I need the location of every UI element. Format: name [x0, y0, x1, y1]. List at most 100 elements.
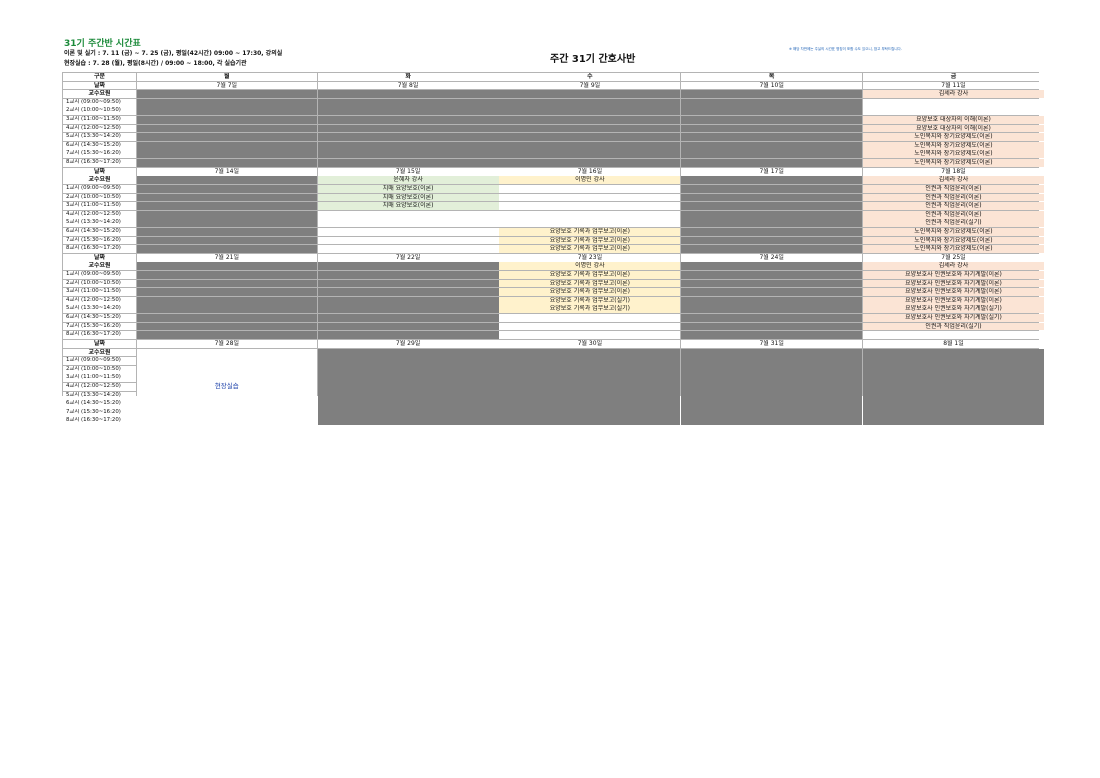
course-cell: [136, 271, 317, 279]
course-cell: [499, 322, 681, 331]
course-cell: [136, 150, 317, 159]
course-cell: 인권과 직업윤리(실기): [862, 322, 1044, 331]
day-header: 목: [681, 73, 863, 81]
course-cell: [499, 314, 681, 322]
course-cell: [681, 116, 863, 124]
course-cell: [681, 219, 863, 228]
date-cell: 7월 14일: [136, 167, 317, 176]
instructor-row-label: 교수요원: [63, 90, 136, 99]
date-row-label: 날짜: [63, 81, 136, 90]
course-cell: [499, 331, 681, 340]
date-cell: 7월 17일: [681, 167, 863, 176]
course-cell: 노인복지와 장기요양제도(이론): [862, 245, 1044, 253]
course-cell: [136, 98, 317, 107]
course-cell: 요양보호 기록과 업무보고(실기): [499, 296, 681, 305]
course-cell: [317, 245, 499, 253]
course-cell: [317, 314, 499, 322]
period-label: 7교시 (15:30~16:20): [63, 322, 136, 331]
course-cell: [862, 98, 1044, 107]
course-cell: 치매 요양보호(이론): [317, 202, 499, 210]
period-label: 1교시 (09:00~09:50): [63, 184, 136, 193]
period-label: 5교시 (13:30~14:20): [63, 391, 136, 400]
course-cell: 인권과 직업윤리(이론): [862, 193, 1044, 202]
date-cell: 7월 28일: [136, 339, 317, 348]
course-cell: 노인복지와 장기요양제도(이론): [862, 159, 1044, 167]
course-cell: [136, 116, 317, 124]
course-cell: [681, 271, 863, 279]
instructor-cell: 김세라 강사: [862, 90, 1044, 99]
course-cell: [317, 98, 499, 107]
practice-cell: 현장실습: [136, 348, 317, 426]
course-cell: 요양보호사 인권보호와 자기계발(이론): [862, 271, 1044, 279]
date-cell: 7월 21일: [136, 253, 317, 262]
course-cell: [499, 116, 681, 124]
course-cell: 요양보호 기록과 업무보고(이론): [499, 227, 681, 236]
date-cell: 7월 11일: [862, 81, 1044, 90]
date-row-label: 날짜: [63, 339, 136, 348]
day-header: 수: [499, 73, 681, 81]
course-cell: [862, 107, 1044, 116]
course-cell: [136, 305, 317, 314]
instructor-cell: [681, 176, 863, 185]
instructor-row-label: 교수요원: [63, 262, 136, 271]
course-cell: [681, 98, 863, 107]
date-cell: 7월 22일: [317, 253, 499, 262]
course-cell: [136, 133, 317, 142]
course-cell: [681, 236, 863, 245]
date-cell: 7월 30일: [499, 339, 681, 348]
course-cell: [681, 331, 863, 340]
period-label: 7교시 (15:30~16:20): [63, 408, 136, 417]
course-cell: [499, 184, 681, 193]
instructor-cell: 김세라 강사: [862, 262, 1044, 271]
period-label: 7교시 (15:30~16:20): [63, 236, 136, 245]
instructor-cell: [317, 262, 499, 271]
course-cell: [136, 107, 317, 116]
course-cell: [499, 124, 681, 133]
course-cell: 노인복지와 장기요양제도(이론): [862, 141, 1044, 150]
course-cell: [499, 107, 681, 116]
course-cell: [499, 133, 681, 142]
course-cell: [681, 296, 863, 305]
course-cell: [499, 141, 681, 150]
course-cell: [136, 159, 317, 167]
course-cell: [136, 245, 317, 253]
column-header-label: 구분: [63, 73, 136, 81]
course-cell: 요양보호 대상자의 이해(이론): [862, 116, 1044, 124]
date-cell: 7월 16일: [499, 167, 681, 176]
course-cell: [317, 210, 499, 219]
course-cell: [317, 133, 499, 142]
course-cell: [499, 202, 681, 210]
course-cell: [862, 331, 1044, 340]
period-label: 1교시 (09:00~09:50): [63, 98, 136, 107]
course-cell: 인권과 직업윤리(이론): [862, 202, 1044, 210]
course-cell: [136, 331, 317, 340]
course-cell: [136, 210, 317, 219]
course-cell: 노인복지와 장기요양제도(이론): [862, 236, 1044, 245]
page-title: 31기 주간반 시간표: [64, 39, 141, 49]
course-cell: [136, 279, 317, 288]
course-cell: 치매 요양보호(이론): [317, 184, 499, 193]
course-cell: [681, 314, 863, 322]
course-cell: [499, 150, 681, 159]
course-cell: [317, 271, 499, 279]
header-note: ※ 해당 차반에는 주실의 시간표 명칭이 포함 수도 있으니, 참고 부탁드립…: [789, 47, 902, 51]
course-cell: 노인복지와 장기요양제도(이론): [862, 227, 1044, 236]
course-cell: [136, 314, 317, 322]
course-cell: [136, 193, 317, 202]
course-cell: [681, 279, 863, 288]
course-cell: [499, 210, 681, 219]
course-cell: [681, 184, 863, 193]
date-cell: 8월 1일: [862, 339, 1044, 348]
date-cell: 7월 31일: [681, 339, 863, 348]
empty-cell: [862, 348, 1044, 426]
date-cell: 7월 15일: [317, 167, 499, 176]
course-cell: 요양보호 기록과 업무보고(이론): [499, 245, 681, 253]
empty-cell: [317, 348, 499, 426]
course-cell: [681, 133, 863, 142]
course-cell: [317, 227, 499, 236]
empty-cell: [681, 348, 863, 426]
course-cell: [317, 236, 499, 245]
course-cell: [499, 159, 681, 167]
course-cell: 요양보호 기록과 업무보고(이론): [499, 288, 681, 297]
date-cell: 7월 24일: [681, 253, 863, 262]
